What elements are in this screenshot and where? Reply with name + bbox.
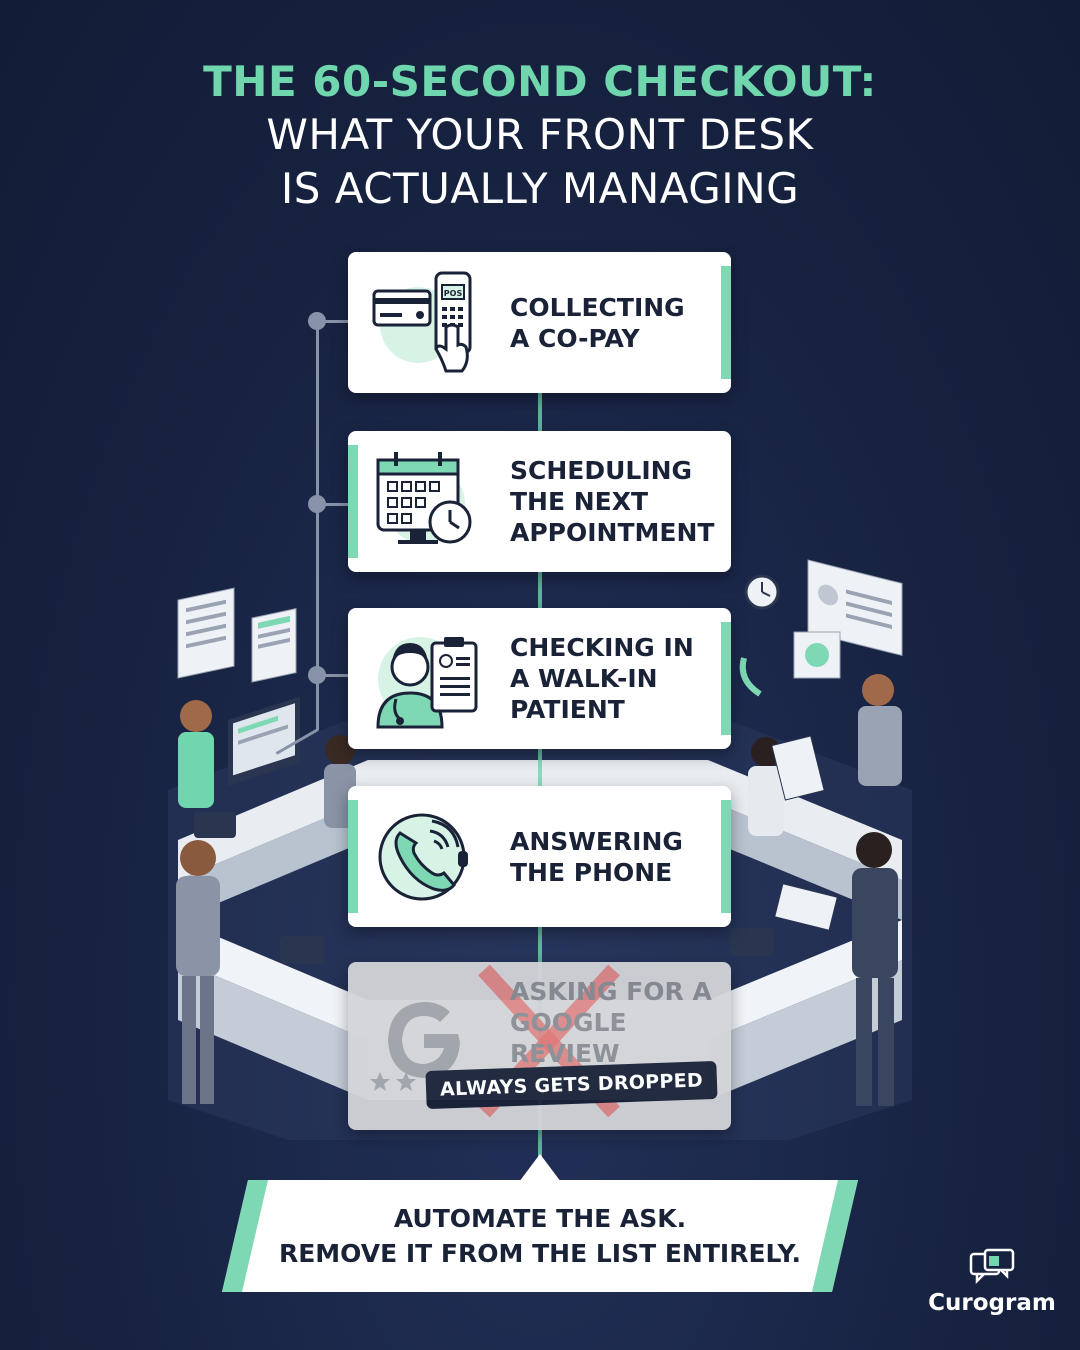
cta-banner: AUTOMATE THE ASK. REMOVE IT FROM THE LIS…	[222, 1180, 858, 1292]
callout-pointer	[519, 1154, 561, 1182]
connector-dot	[308, 495, 326, 513]
task-label: CHECKING IN A WALK-IN PATIENT	[510, 633, 694, 724]
task-card-walk-in: CHECKING IN A WALK-IN PATIENT	[348, 608, 731, 749]
title-line-1: THE 60-SECOND CHECKOUT:	[203, 57, 877, 106]
pos-label: POS	[444, 289, 463, 298]
nurse-clipboard-icon	[376, 637, 478, 729]
connector-tick	[316, 503, 350, 506]
card-accent	[348, 800, 358, 913]
task-card-collecting-copay: POS COLLECTING A CO-PAY	[348, 252, 731, 393]
brand-name: Curogram	[928, 1290, 1056, 1316]
connector-tick	[316, 674, 350, 677]
card-accent	[721, 266, 731, 379]
connector-tick	[316, 320, 350, 323]
chat-bubbles-icon	[969, 1248, 1015, 1284]
task-label: ASKING FOR A GOOGLE REVIEW	[510, 976, 712, 1068]
stars-icon	[370, 1072, 416, 1091]
phone-icon	[378, 813, 468, 901]
brand-logo: Curogram	[912, 1240, 1072, 1330]
cta-line-2: REMOVE IT FROM THE LIST ENTIRELY.	[278, 1239, 802, 1268]
card-accent	[721, 800, 731, 913]
cta-text: AUTOMATE THE ASK. REMOVE IT FROM THE LIS…	[222, 1180, 858, 1292]
google-g-icon	[388, 1002, 460, 1078]
cta-background	[222, 1180, 858, 1292]
card-accent	[721, 622, 731, 735]
title-line-3: IS ACTUALLY MANAGING	[280, 164, 800, 213]
pos-terminal-icon: POS	[372, 271, 472, 373]
connector-dot	[308, 312, 326, 330]
task-label: SCHEDULING THE NEXT APPOINTMENT	[510, 456, 715, 547]
page-title: THE 60-SECOND CHECKOUT: WHAT YOUR FRONT …	[0, 56, 1080, 216]
task-card-google-review-dropped: ASKING FOR A GOOGLE REVIEW ALWAYS GETS D…	[348, 962, 731, 1130]
task-label: ANSWERING THE PHONE	[510, 826, 683, 887]
cta-line-1: AUTOMATE THE ASK.	[393, 1204, 687, 1233]
task-card-scheduling: SCHEDULING THE NEXT APPOINTMENT	[348, 431, 731, 572]
task-label: COLLECTING A CO-PAY	[510, 292, 685, 353]
title-line-2: WHAT YOUR FRONT DESK	[266, 110, 814, 159]
card-accent	[348, 445, 358, 558]
connector-dot	[308, 666, 326, 684]
calendar-clock-icon	[376, 452, 472, 544]
task-card-phone: ANSWERING THE PHONE	[348, 786, 731, 927]
side-rail	[316, 320, 319, 730]
